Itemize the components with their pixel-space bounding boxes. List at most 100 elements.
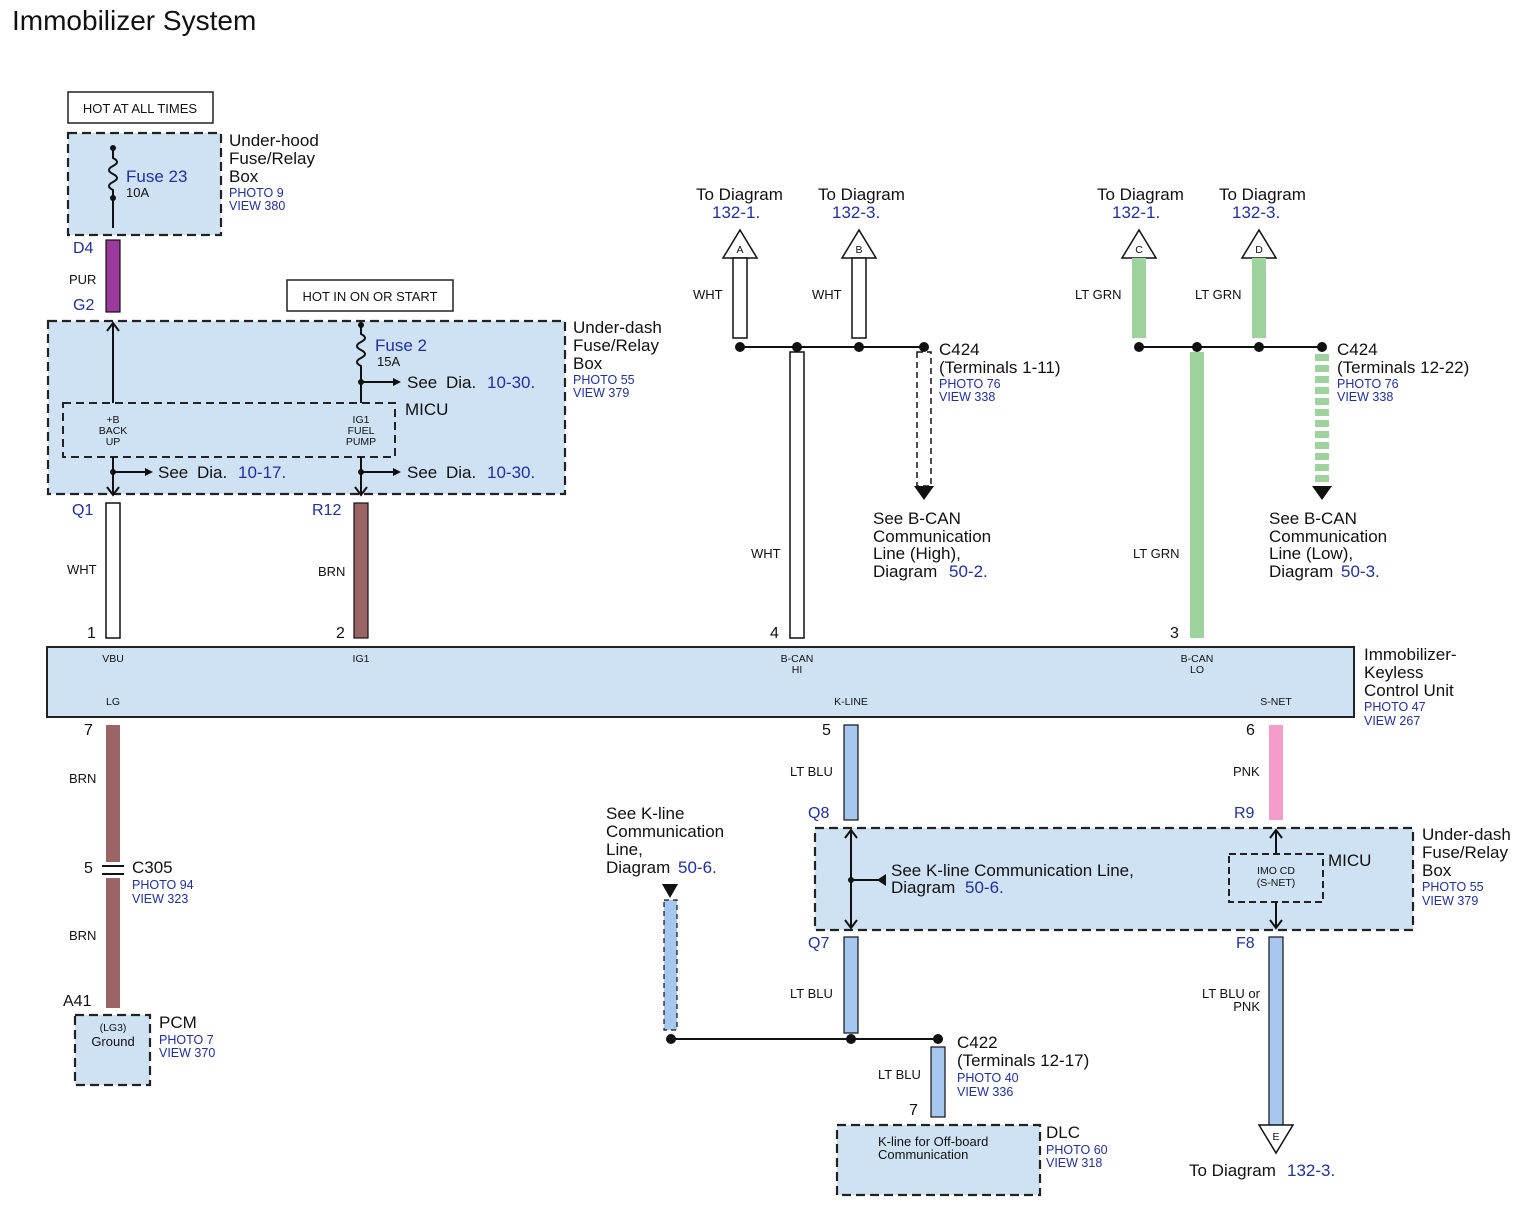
- uh-fuse-title-2: Fuse/Relay: [229, 149, 315, 168]
- svg-text:LT BLU or: LT BLU or: [1202, 986, 1261, 1001]
- wire-wht-bcan-hi: [789, 351, 805, 639]
- wire-ltgrn-d: [1252, 258, 1266, 338]
- svg-text:To Diagram: To Diagram: [1097, 185, 1184, 204]
- svg-text:PHOTO 94: PHOTO 94: [132, 878, 194, 892]
- pcm-box: [73, 1013, 152, 1087]
- fuse-2-symbol: [356, 322, 366, 426]
- svg-text:HI: HI: [792, 664, 803, 676]
- svg-text:K-line for Off-board: K-line for Off-board: [878, 1134, 988, 1149]
- c305-label: C305: [132, 858, 173, 877]
- svg-text:To Diagram: To Diagram: [1219, 185, 1306, 204]
- svg-text:Dia.: Dia.: [197, 463, 227, 482]
- connector-d4: D4: [73, 240, 94, 257]
- svg-text:Line,: Line,: [606, 840, 643, 859]
- svg-text:Diagram: Diagram: [891, 878, 955, 897]
- svg-text:132-1.: 132-1.: [1112, 203, 1160, 222]
- svg-text:See K-line Communication Line,: See K-line Communication Line,: [891, 861, 1134, 880]
- svg-text:(Terminals 1-11): (Terminals 1-11): [939, 358, 1061, 377]
- svg-text:See: See: [407, 373, 437, 392]
- unit-title-2: Keyless: [1364, 663, 1424, 682]
- svg-text:VIEW 379: VIEW 379: [1422, 894, 1478, 908]
- wire-ltblu-q7: [843, 936, 859, 1034]
- svg-text:6: 6: [1246, 722, 1255, 739]
- kline-box-ref: 50-6.: [965, 878, 1004, 897]
- svg-text:1: 1: [87, 625, 96, 642]
- ud-fuse-title-1: Under-dash: [573, 318, 662, 337]
- svg-text:7: 7: [84, 722, 93, 739]
- svg-text:+B: +B: [106, 414, 119, 426]
- ud-fuse-view: VIEW 379: [573, 386, 629, 400]
- hot-in-on-start-box: [286, 279, 454, 312]
- svg-text:B: B: [855, 244, 862, 256]
- svg-text:PHOTO 60: PHOTO 60: [1046, 1143, 1108, 1157]
- hot-at-all-times-label: HOT AT ALL TIMES: [83, 101, 197, 116]
- svg-text:(Terminals 12-22): (Terminals 12-22): [1337, 358, 1469, 377]
- connector-g2: G2: [73, 297, 94, 314]
- svg-text:VIEW 318: VIEW 318: [1046, 1156, 1102, 1170]
- svg-text:D: D: [1255, 244, 1263, 256]
- unit-title-1: Immobilizer-: [1364, 645, 1457, 664]
- svg-text:IG1: IG1: [353, 653, 370, 665]
- micu-2-label: MICU: [1328, 851, 1371, 870]
- wire-wht-a: [732, 257, 748, 339]
- wire-pnk-snet: [1269, 725, 1283, 820]
- svg-text:FUEL: FUEL: [348, 425, 375, 437]
- svg-text:WHT: WHT: [67, 562, 97, 577]
- svg-text:LT BLU: LT BLU: [790, 764, 833, 779]
- svg-text:PNK: PNK: [1233, 764, 1260, 779]
- dlc-box: [835, 1123, 1042, 1197]
- fuse-2-amps: 15A: [377, 354, 400, 369]
- svg-text:132-1.: 132-1.: [712, 203, 760, 222]
- ud-fuse-title-3: Box: [573, 354, 603, 373]
- svg-text:(Terminals 12-17): (Terminals 12-17): [957, 1051, 1089, 1070]
- fuse-2-label: Fuse 2: [375, 336, 427, 355]
- svg-text:2: 2: [336, 625, 345, 642]
- ud-fuse-photo: PHOTO 55: [573, 373, 635, 387]
- svg-text:See: See: [158, 463, 188, 482]
- svg-text:IMO CD: IMO CD: [1257, 865, 1295, 877]
- svg-text:PHOTO 47: PHOTO 47: [1364, 700, 1426, 714]
- svg-text:VIEW 370: VIEW 370: [159, 1046, 215, 1060]
- uh-fuse-photo: PHOTO 9: [229, 186, 284, 200]
- svg-text:WHT: WHT: [751, 546, 781, 561]
- micu-box: [62, 402, 396, 458]
- dlc-label: DLC: [1046, 1123, 1080, 1142]
- svg-text:To Diagram: To Diagram: [1189, 1161, 1276, 1180]
- uh-fuse-title-1: Under-hood: [229, 131, 319, 150]
- wire-kline-dashed: [663, 899, 678, 1031]
- svg-text:LT GRN: LT GRN: [1195, 287, 1241, 302]
- svg-text:Communication: Communication: [878, 1147, 968, 1162]
- svg-text:LG: LG: [106, 696, 120, 708]
- svg-text:Communication: Communication: [873, 527, 991, 546]
- kline-left-ref: 50-6.: [678, 858, 717, 877]
- see-dia-10-17: 10-17.: [238, 463, 286, 482]
- svg-text:IG1: IG1: [353, 414, 370, 426]
- svg-text:PHOTO 76: PHOTO 76: [1337, 377, 1399, 391]
- svg-text:PHOTO 40: PHOTO 40: [957, 1071, 1019, 1085]
- wire-pur-label: PUR: [69, 272, 96, 287]
- svg-text:Communication: Communication: [606, 822, 724, 841]
- svg-text:UP: UP: [106, 436, 121, 448]
- svg-text:LT GRN: LT GRN: [1133, 546, 1179, 561]
- c424-lo-label: C424: [1337, 340, 1378, 359]
- svg-text:Diagram: Diagram: [606, 858, 670, 877]
- fuse-23-amps: 10A: [126, 185, 149, 200]
- svg-text:E: E: [1272, 1131, 1279, 1143]
- hot-at-all-times-box: [67, 91, 214, 124]
- svg-text:B-CAN: B-CAN: [1181, 653, 1214, 665]
- svg-text:To Diagram: To Diagram: [818, 185, 905, 204]
- wire-ltgrn-c: [1132, 258, 1146, 338]
- micu-label: MICU: [405, 400, 448, 419]
- svg-text:VIEW 323: VIEW 323: [132, 892, 188, 906]
- svg-text:PHOTO 7: PHOTO 7: [159, 1033, 214, 1047]
- svg-text:(LG3): (LG3): [100, 1022, 127, 1034]
- connector-r9: R9: [1234, 805, 1255, 822]
- svg-text:Dia.: Dia.: [446, 463, 476, 482]
- ud-fuse-title-2: Fuse/Relay: [573, 336, 659, 355]
- svg-text:Diagram: Diagram: [873, 562, 937, 581]
- wire-wht-vbu: [105, 502, 121, 639]
- fuse-23-label: Fuse 23: [126, 167, 187, 186]
- svg-text:LT BLU: LT BLU: [878, 1067, 921, 1082]
- svg-text:Dia.: Dia.: [446, 373, 476, 392]
- wire-pur: [105, 239, 121, 313]
